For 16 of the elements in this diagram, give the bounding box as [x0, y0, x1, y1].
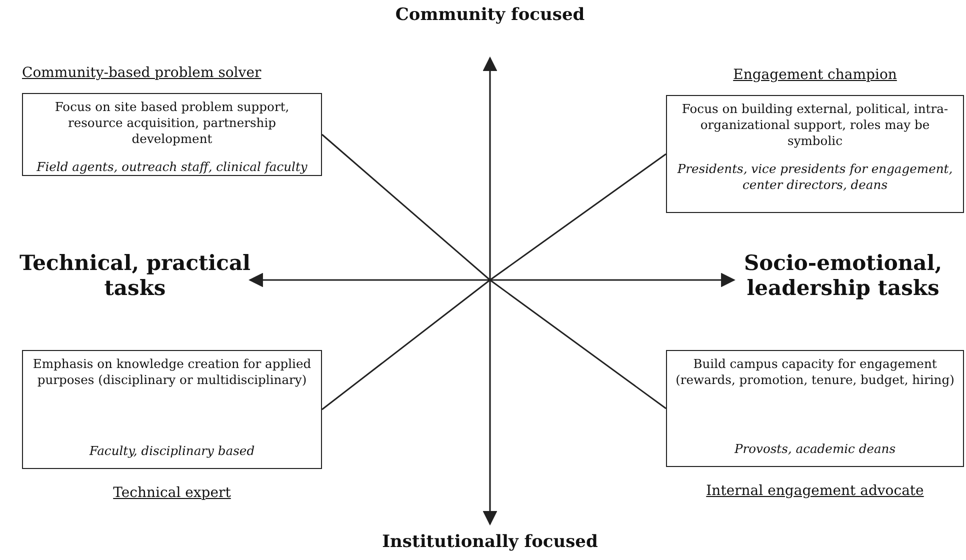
example-roles: Presidents, vice presidents for engagement, center directors, deans [676, 162, 954, 194]
axis-label: Community focused [394, 5, 586, 25]
role-heading: Internal engagement advocate [705, 483, 925, 499]
description-text: Focus on site based problem support, resource acquisition, partnership development [54, 100, 290, 148]
description-text: Build campus capacity for engagement (rewards, promotion, tenure, budget, hiring) [675, 357, 955, 389]
example-roles: Field agents, outreach staff, clinical faculty [36, 160, 308, 176]
example-roles: Faculty, disciplinary based [88, 444, 256, 460]
axis-label: Socio-emotional, leadership tasks [742, 250, 944, 300]
axis-label: Institutionally focused [381, 532, 599, 552]
role-heading: Engagement champion [732, 67, 898, 83]
role-heading: Community-based problem solver [22, 65, 262, 81]
example-roles: Provosts, academic deans [733, 442, 897, 458]
role-heading: Technical expert [112, 485, 232, 501]
axis-label: Technical, practical tasks [18, 250, 252, 300]
description-text: Focus on building external, political, intra-organizational support, roles may be symbolic [680, 102, 950, 150]
description-text: Emphasis on knowledge creation for applied purposes (disciplinary or multidisciplinary) [32, 357, 312, 389]
